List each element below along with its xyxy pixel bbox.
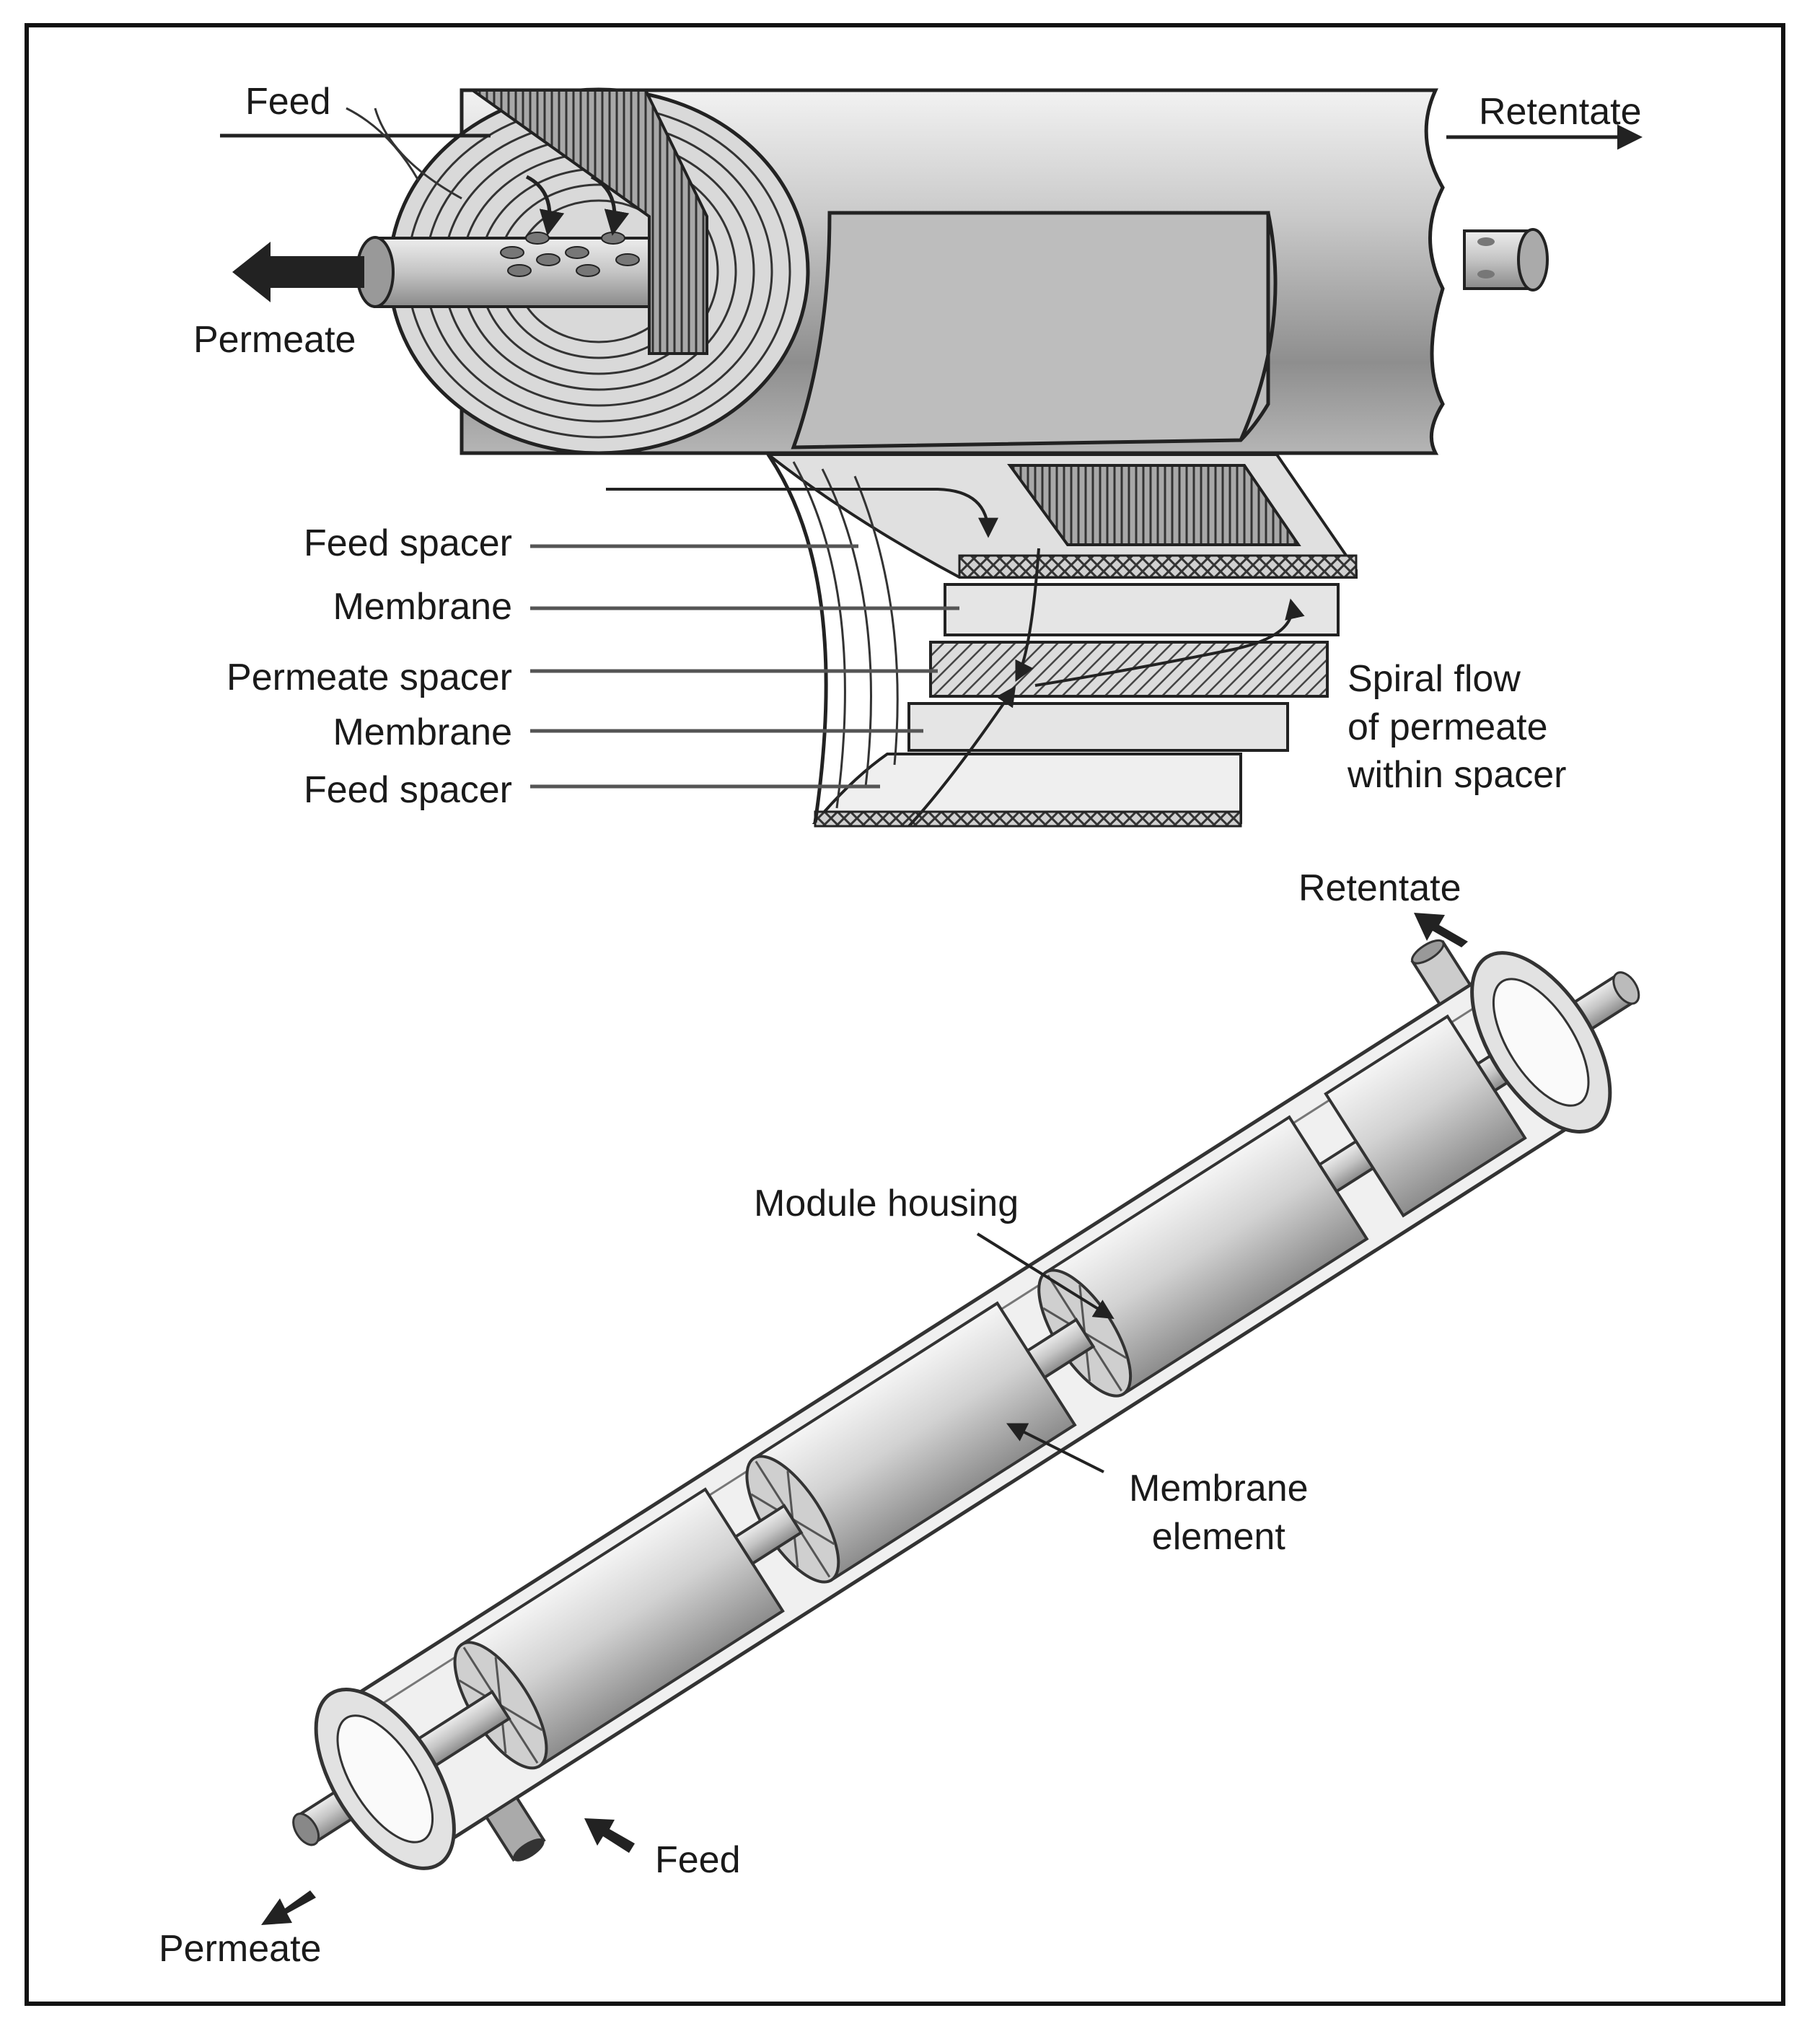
module-housing-label: Module housing [754, 1183, 1019, 1224]
retentate-label-bottom: Retentate [1298, 867, 1461, 909]
feed-label-bottom: Feed [655, 1839, 741, 1881]
spiral-module-illustration [220, 87, 1643, 828]
cylinder-window [791, 211, 1270, 450]
membrane-element-label: Membrane element [1129, 1468, 1309, 1558]
layer-membrane-1: Membrane [333, 586, 512, 628]
permeate-arrow [232, 242, 364, 302]
feed-arrow-bold [584, 1818, 635, 1853]
layer-feed-spacer-1: Feed spacer [303, 522, 512, 564]
spiral-flow-label: Spiral flow of permeate within spacer [1348, 658, 1567, 797]
permeate-arrow-bold [261, 1890, 316, 1925]
layer-feed-spacer-2: Feed spacer [303, 769, 512, 811]
pressure-vessel-illustration [261, 913, 1640, 1925]
retentate-label-top: Retentate [1479, 91, 1642, 133]
unrolled-layers [606, 453, 1358, 828]
layer-membrane-2: Membrane [333, 711, 512, 753]
permeate-label-top: Permeate [193, 319, 356, 361]
retentate-arrow-bold [1414, 913, 1468, 947]
permeate-label-bottom: Permeate [159, 1928, 322, 1970]
layer-permeate-spacer: Permeate spacer [227, 657, 512, 698]
feed-label-top: Feed [245, 81, 331, 123]
